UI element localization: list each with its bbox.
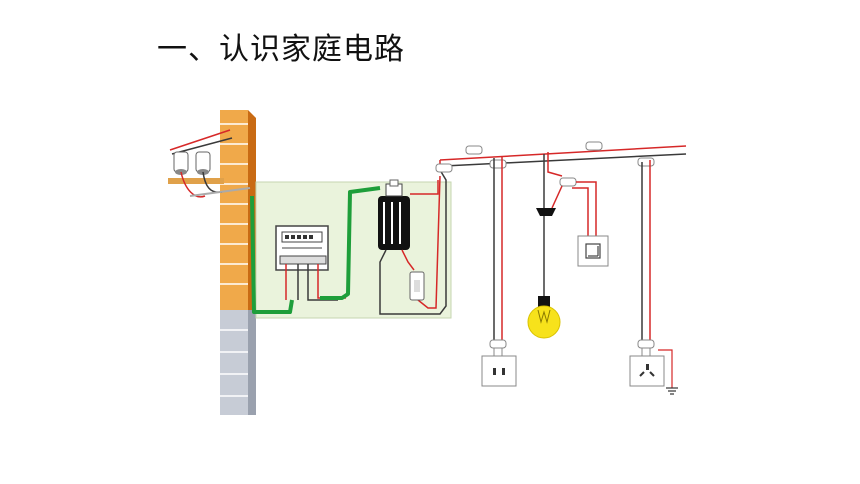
- lamp-holder: [536, 208, 556, 216]
- fuse: [409, 271, 425, 301]
- service-drop-insulators: [168, 129, 251, 198]
- light-bulb: [527, 296, 561, 339]
- electric-meter: [275, 225, 329, 271]
- bus-lines: [435, 141, 687, 187]
- three-pin-socket: [629, 339, 665, 387]
- supply-wire: [250, 195, 294, 314]
- slide-title: 一、认识家庭电路: [157, 32, 405, 67]
- ground-symbol: [666, 387, 678, 395]
- two-pin-socket: [481, 339, 517, 387]
- wall-switch: [577, 235, 609, 267]
- meter-to-panel-wire: [320, 186, 381, 300]
- main-switch: [378, 179, 410, 250]
- wall: [220, 110, 256, 415]
